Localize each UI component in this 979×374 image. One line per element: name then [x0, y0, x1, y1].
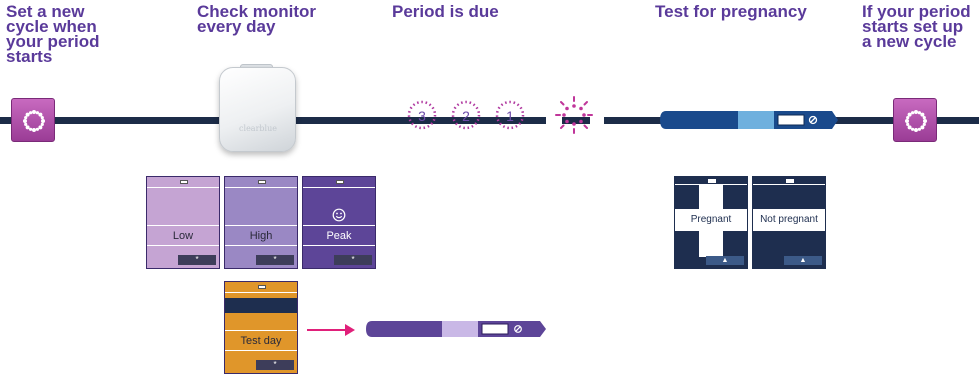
screen-button[interactable]: * — [256, 255, 294, 265]
heading-period-due: Period is due — [392, 2, 499, 21]
screen-button[interactable]: * — [178, 255, 216, 265]
battery-icon — [180, 180, 188, 184]
timeline-line — [0, 117, 979, 124]
screen-divider — [147, 225, 219, 226]
screen-divider — [303, 225, 375, 226]
battery-icon — [708, 179, 716, 183]
countdown-number: 1 — [506, 108, 514, 124]
period-due-burst-icon — [555, 96, 593, 134]
heading-test-pregnancy: Test for pregnancy — [655, 2, 807, 21]
dotted-circle-icon — [451, 100, 481, 130]
screen-divider — [225, 245, 297, 246]
screen-divider — [303, 187, 375, 188]
heading-new-cycle: If your period starts set up a new cycle — [862, 2, 971, 51]
pregnancy-test-stick — [660, 111, 838, 129]
countdown-day-2: 2 — [444, 95, 488, 139]
screen-divider — [753, 184, 825, 185]
screen-divider — [225, 187, 297, 188]
set-cycle-button[interactable] — [11, 98, 55, 142]
battery-icon — [258, 285, 266, 289]
screen-button[interactable]: * — [334, 255, 372, 265]
screen-button[interactable]: ▲ — [784, 256, 822, 265]
screen-label-not-pregnant: Not pregnant — [760, 214, 818, 225]
screen-button[interactable]: * — [256, 360, 294, 370]
cycle-dots-icon — [23, 110, 45, 132]
minus-bar — [753, 209, 825, 231]
smiley-icon — [332, 208, 346, 222]
screen-divider — [225, 350, 297, 351]
screen-label-peak: Peak — [326, 230, 352, 242]
heading-check-monitor: Check monitor every day — [197, 2, 317, 36]
test-day-band — [225, 298, 297, 313]
pregnancy-screen-not-pregnant: Not pregnant ▲ — [752, 176, 826, 269]
fertility-monitor[interactable] — [219, 67, 296, 152]
ovulation-test-stick — [366, 321, 546, 337]
monitor-logo: clearblue — [239, 124, 277, 133]
screen-divider — [303, 245, 375, 246]
screen-label-high: High — [249, 230, 273, 242]
countdown-day-1: 1 — [488, 95, 532, 139]
screen-divider — [147, 245, 219, 246]
cycle-dots-icon — [905, 110, 927, 132]
screen-button[interactable]: ▲ — [706, 256, 744, 265]
pregnancy-screen-pregnant: Pregnant ▲ — [674, 176, 748, 269]
arrow-line — [307, 329, 347, 331]
new-cycle-button[interactable] — [893, 98, 937, 142]
screen-label-low: Low — [172, 230, 194, 242]
monitor-screen-low: Low * — [146, 176, 220, 269]
plus-horizontal — [675, 209, 747, 231]
screen-label-test-day: Test day — [240, 335, 282, 347]
dotted-circle-icon — [495, 100, 525, 130]
screen-divider — [225, 292, 297, 293]
monitor-screen-peak: Peak * — [302, 176, 376, 269]
screen-divider — [147, 187, 219, 188]
countdown-number: 3 — [418, 108, 426, 124]
timeline-gap — [590, 112, 604, 128]
countdown-day-3: 3 — [400, 95, 444, 139]
screen-label-pregnant: Pregnant — [690, 214, 732, 225]
monitor-screen-test-day: Test day * — [224, 281, 298, 374]
arrow-head-icon — [345, 324, 355, 336]
monitor-screen-high: High * — [224, 176, 298, 269]
heading-set-new-cycle: Set a new cycle when your period starts — [6, 2, 100, 66]
battery-icon — [786, 179, 794, 183]
battery-icon — [336, 180, 344, 184]
screen-divider — [675, 184, 747, 185]
screen-divider — [225, 225, 297, 226]
battery-icon — [258, 180, 266, 184]
dotted-circle-icon — [407, 100, 437, 130]
screen-divider — [225, 330, 297, 331]
countdown-number: 2 — [462, 108, 470, 124]
